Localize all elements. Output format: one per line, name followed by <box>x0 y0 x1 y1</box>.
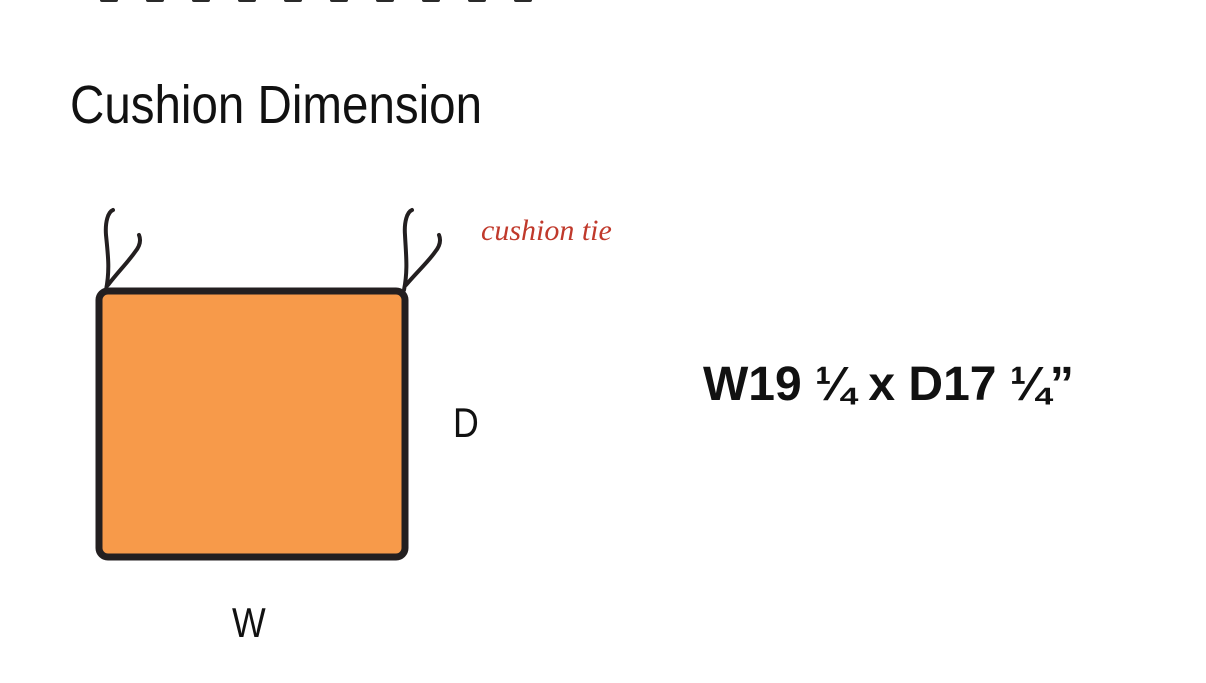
cushion-tie-left <box>103 208 142 292</box>
cushion-tie-label: cushion tie <box>481 214 612 247</box>
cropped-text-fragment <box>100 0 560 4</box>
width-label: W <box>232 599 266 646</box>
page-title: Cushion Dimension <box>70 75 483 135</box>
cushion-body <box>95 287 409 561</box>
depth-label: D <box>453 399 479 446</box>
cushion-tie-right <box>402 208 442 292</box>
dimension-value: W19 ¼ x D17 ¼” <box>703 358 1074 411</box>
